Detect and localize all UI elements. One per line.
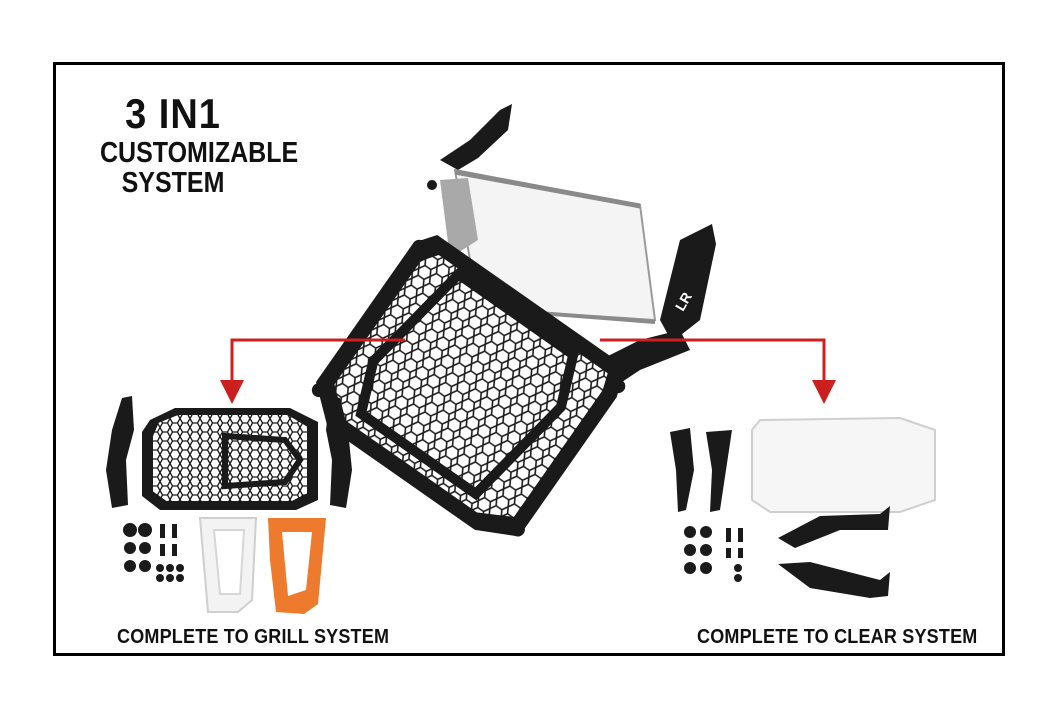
caption-grill-system: COMPLETE TO GRILL SYSTEM bbox=[117, 624, 390, 648]
headline-line1: 3 IN1 bbox=[125, 91, 221, 139]
headline-line3: SYSTEM bbox=[121, 167, 225, 200]
caption-clear-system: COMPLETE TO CLEAR SYSTEM bbox=[697, 624, 978, 648]
assembled-headlight-guard: LR bbox=[311, 104, 716, 537]
split-arrows bbox=[220, 338, 836, 404]
clear-system-kit bbox=[670, 416, 936, 598]
grill-system-kit bbox=[106, 396, 352, 614]
